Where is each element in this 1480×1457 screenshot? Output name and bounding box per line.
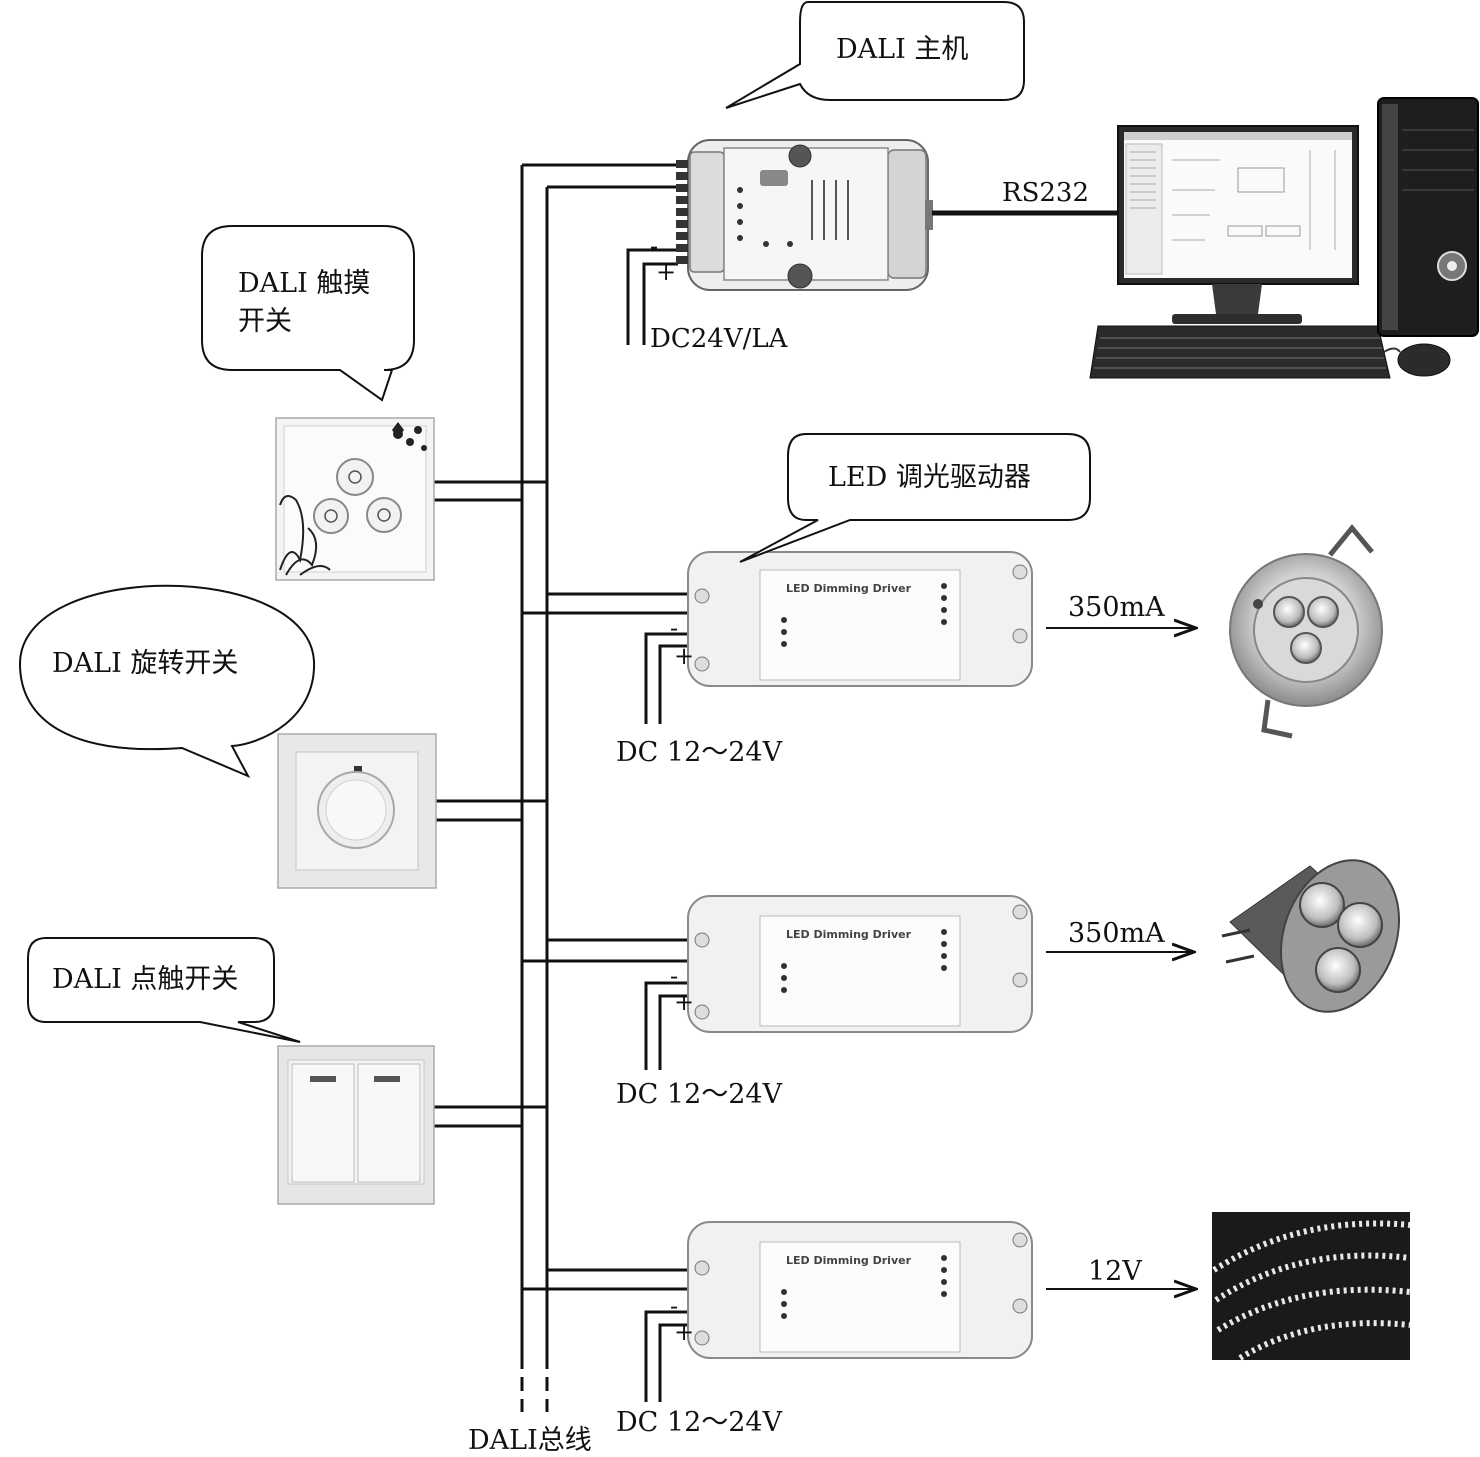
driver2-power-label: DC 12～24V [616, 1079, 783, 1110]
desktop-computer-icon [1089, 97, 1479, 379]
svg-text:LED Dimming Driver: LED Dimming Driver [786, 928, 912, 941]
driver2-plus-label: + [674, 988, 695, 1016]
rotary-switch-icon [277, 733, 437, 889]
rs232-label: RS232 [1002, 178, 1090, 208]
mr16-spotlight-icon [1221, 859, 1400, 1013]
switch-wiring [432, 480, 547, 1128]
dali-bus [520, 165, 549, 1412]
callout-touch [201, 225, 415, 402]
callout-push-text: DALI 点触开关 [52, 964, 239, 995]
led-driver-3: LED Dimming Driver [687, 1221, 1033, 1359]
callout-touch-text-line2: 开关 [238, 306, 292, 337]
output-arrows [1046, 628, 1196, 1289]
callout-rotary [18, 584, 316, 779]
output3-label: 12V [1088, 1256, 1142, 1287]
led-strip-icon [1212, 1212, 1411, 1361]
led-downlight-icon [1229, 524, 1383, 739]
driver3-plus-label: + [674, 1318, 695, 1346]
callout-touch-text-line1: DALI 触摸 [238, 268, 371, 299]
led-driver-2: LED Dimming Driver [687, 895, 1033, 1033]
driver1-power-label: DC 12～24V [616, 737, 783, 768]
driver2-minus-label: - [670, 962, 679, 990]
driver1-minus-label: - [670, 614, 679, 642]
led-driver-1: LED Dimming Driver [687, 551, 1033, 687]
callout-rotary-text: DALI 旋转开关 [52, 648, 239, 679]
driver3-minus-label: - [670, 1292, 679, 1320]
dali-master-module-icon [676, 139, 933, 291]
callout-push [27, 937, 301, 1043]
callout-driver-text: LED 调光驱动器 [828, 462, 1031, 493]
callout-host-text: DALI 主机 [836, 34, 969, 65]
driver3-power-label: DC 12～24V [616, 1407, 783, 1438]
host-minus-label: - [650, 232, 659, 260]
output2-label: 350mA [1068, 918, 1165, 949]
driver1-plus-label: + [674, 642, 695, 670]
driver-wiring [522, 592, 690, 1402]
dali-bus-label: DALI总线 [468, 1425, 592, 1456]
host-power-label: DC24V/LA [650, 324, 788, 354]
push-switch-icon [277, 1045, 435, 1205]
host-plus-label: + [656, 258, 677, 286]
svg-text:LED Dimming Driver: LED Dimming Driver [786, 582, 912, 595]
callout-driver [739, 433, 1091, 563]
touch-switch-icon [275, 417, 435, 581]
output1-label: 350mA [1068, 592, 1165, 623]
callout-host [725, 1, 1025, 109]
host-wiring [522, 163, 678, 345]
svg-text:LED Dimming Driver: LED Dimming Driver [786, 1254, 912, 1267]
